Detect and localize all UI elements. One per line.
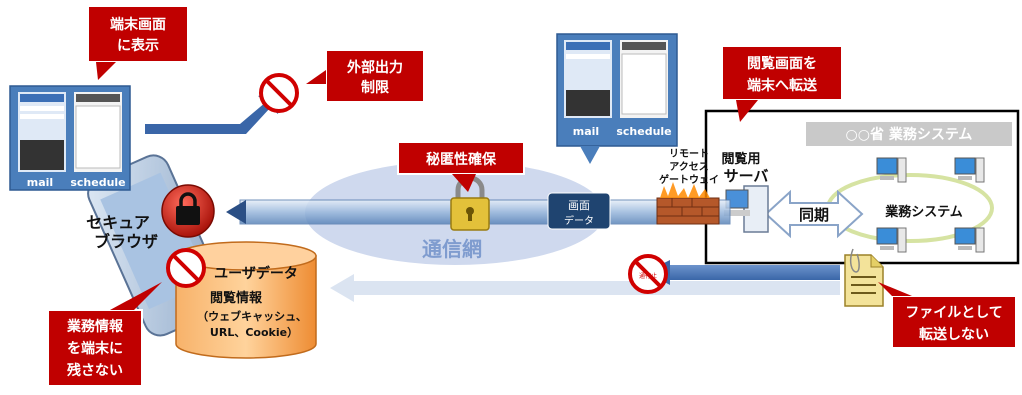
terminal-screen-box bbox=[9, 85, 131, 191]
stop-sign-icon: 通行止 bbox=[628, 254, 668, 294]
callout-output-limit: 外部出力 制限 bbox=[306, 49, 425, 103]
screen-data-box bbox=[547, 192, 611, 230]
secure-browser-label-2: ブラウザ bbox=[94, 232, 158, 251]
business-pc-icon bbox=[876, 227, 907, 253]
callout-no-file-line-2: 転送しない bbox=[919, 326, 989, 343]
faded-transfer-arrow bbox=[330, 274, 840, 302]
gateway-label-3: ゲートウェイ bbox=[659, 173, 719, 186]
callout-no-residue-line-2: を端末に bbox=[67, 340, 123, 357]
pipe-arrow-head bbox=[226, 200, 246, 224]
user-data-cylinder bbox=[175, 241, 317, 359]
schedule-app-label: schedule bbox=[70, 176, 125, 189]
screen-data-label-1: 画面 bbox=[568, 199, 590, 212]
blocked-transfer-arrow bbox=[668, 265, 840, 280]
gateway-label-2: アクセス bbox=[669, 161, 709, 173]
network-label: 通信網 bbox=[422, 237, 482, 261]
ministry-system-title: ○○省 業務システム bbox=[846, 126, 973, 143]
user-data-detail-1: （ウェブキャッシュ、 bbox=[197, 309, 307, 323]
user-data-title: ユーザデータ bbox=[214, 265, 298, 282]
callout-no-residue-line-1: 業務情報 bbox=[66, 318, 124, 335]
callout-confidentiality: 秘匿性確保 bbox=[397, 141, 525, 192]
callout-output-limit-line-2: 制限 bbox=[361, 79, 389, 96]
stop-sign-text: 通行止 bbox=[639, 272, 657, 280]
business-pc-icon bbox=[954, 227, 985, 253]
business-pc-icon bbox=[876, 157, 907, 183]
mail-app-label: mail bbox=[573, 125, 599, 138]
viewer-server-label-2: サーバ bbox=[724, 167, 769, 185]
callout-display-line-1: 端末画面 bbox=[110, 16, 166, 33]
business-pc-icon bbox=[954, 157, 985, 183]
ministry-system-header bbox=[806, 122, 1012, 146]
gateway-label-1: リモート bbox=[669, 148, 709, 160]
document-icon bbox=[844, 248, 884, 307]
callout-transfer-screen-line-2: 端末へ転送 bbox=[747, 77, 818, 94]
output-arrow bbox=[145, 90, 282, 134]
user-data-detail-2: URL、Cookie） bbox=[210, 326, 298, 339]
stop-sign-icon bbox=[166, 248, 206, 288]
callout-no-residue: 業務情報 を端末に 残さない bbox=[47, 282, 162, 387]
callout-no-residue-line-3: 残さない bbox=[67, 362, 123, 379]
sync-arrow bbox=[764, 189, 864, 239]
sync-label: 同期 bbox=[799, 206, 829, 224]
mail-app-label: mail bbox=[27, 176, 53, 189]
screen-data-label-2: データ bbox=[564, 214, 594, 227]
schedule-app-label: schedule bbox=[616, 125, 671, 138]
callout-output-limit-line-1: 外部出力 bbox=[347, 59, 403, 76]
secure-browser-label-1: セキュア bbox=[86, 213, 150, 232]
secure-browser-lock-icon bbox=[161, 184, 215, 238]
callout-no-file: ファイルとして 転送しない bbox=[878, 282, 1017, 349]
business-system-label: 業務システム bbox=[884, 204, 963, 220]
callout-no-file-line-1: ファイルとして bbox=[905, 305, 1003, 321]
user-data-subtitle: 閲覧情報 bbox=[210, 290, 263, 306]
gateway-firewall-icon bbox=[656, 182, 720, 225]
callout-confidentiality-text: 秘匿性確保 bbox=[426, 151, 497, 168]
viewer-server-label-1: 閲覧用 bbox=[721, 151, 760, 167]
callout-display: 端末画面 に表示 bbox=[87, 5, 189, 80]
transferred-screen-box bbox=[556, 33, 678, 164]
callout-transfer-screen-line-1: 閲覧画面を bbox=[747, 55, 817, 72]
callout-transfer-screen: 閲覧画面を 端末へ転送 bbox=[721, 45, 843, 122]
callout-display-line-2: に表示 bbox=[117, 37, 159, 54]
viewer-server-icon bbox=[724, 185, 769, 233]
stop-sign-icon bbox=[259, 73, 299, 113]
